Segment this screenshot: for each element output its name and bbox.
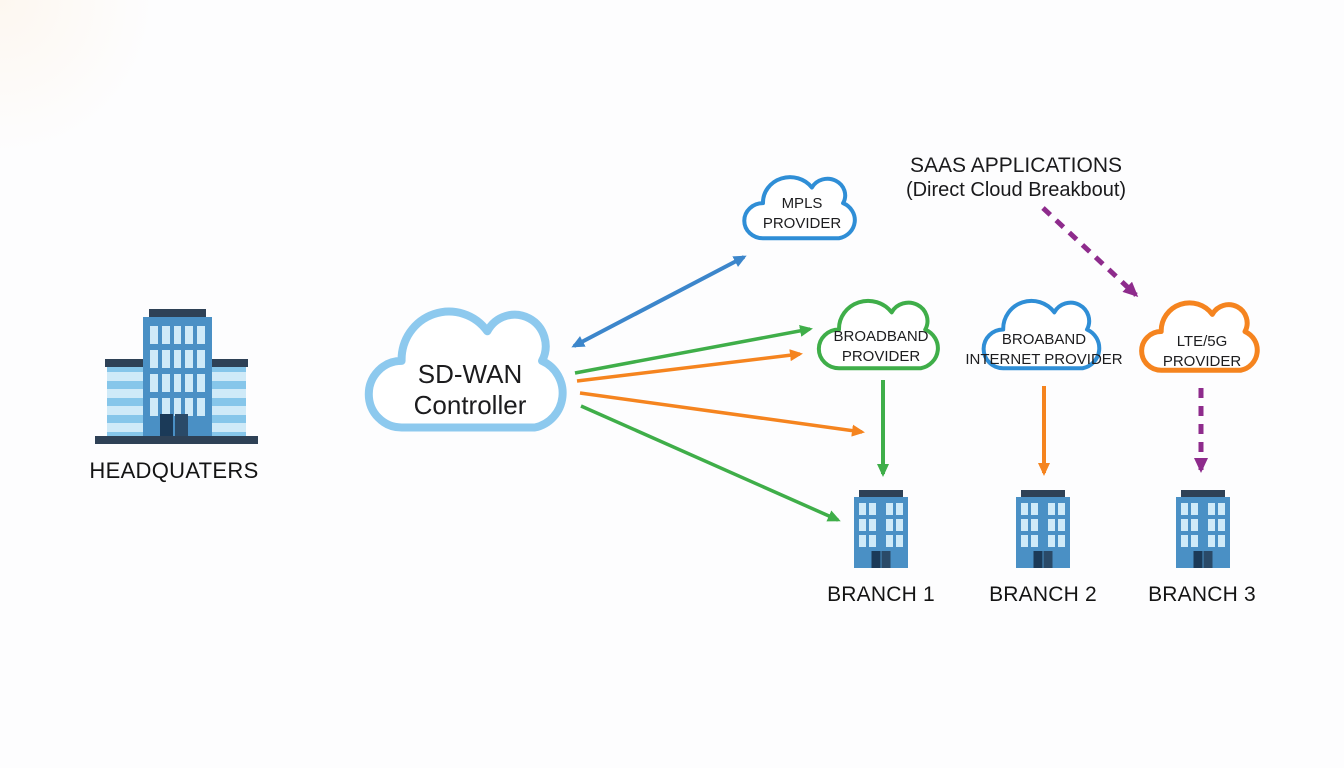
branch-body	[854, 497, 908, 568]
arrow-sdwan-broadband-green	[574, 324, 813, 375]
branch-doors	[1193, 551, 1213, 568]
branch-windows	[1016, 503, 1070, 547]
branch-3-building	[1176, 490, 1230, 568]
branch-doors	[1033, 551, 1053, 568]
broadband-internet-line2: INTERNET PROVIDER	[965, 350, 1123, 368]
branch-3-label: BRANCH 3	[1148, 583, 1256, 606]
branch-body	[1176, 497, 1230, 568]
cloud-shape	[744, 177, 855, 238]
branch-2-label: BRANCH 2	[989, 583, 1097, 606]
branch-2-building	[1016, 490, 1070, 568]
sdwan-controller-label: SD-WAN Controller	[358, 359, 582, 421]
branch-body	[1016, 497, 1070, 568]
cloud-shape	[819, 301, 938, 368]
hq-base	[95, 436, 258, 444]
arrow-sdwan-broadband-orange	[576, 349, 803, 383]
headquarters-building	[95, 300, 258, 445]
sdwan-line1: SD-WAN	[417, 359, 523, 389]
arrow-sdwan-branch1-orange	[579, 391, 865, 437]
arrow-sdwan-branch1-green	[580, 404, 841, 522]
hq-right-wing-roof	[208, 359, 248, 367]
hq-left-wing	[107, 366, 143, 436]
hq-doors	[160, 414, 188, 436]
branch-roof	[1021, 490, 1065, 498]
hq-windows	[150, 326, 205, 416]
broadband-internet-provider-cloud	[976, 293, 1112, 379]
lte-line2: PROVIDER	[1162, 352, 1242, 370]
branch-1-label: BRANCH 1	[827, 583, 935, 606]
mpls-line1: MPLS	[781, 195, 823, 212]
branch-roof	[859, 490, 903, 498]
cloud-shape	[369, 312, 563, 428]
arrow-sdwan-mpls	[571, 255, 747, 348]
arrow-saas-lte	[1041, 206, 1139, 298]
mpls-line2: PROVIDER	[762, 214, 842, 232]
branch-1-building	[854, 490, 908, 568]
broadband-internet-provider-label: BROABAND INTERNET PROVIDER	[962, 330, 1126, 369]
hq-right-wing	[210, 366, 246, 436]
branch-doors	[871, 551, 891, 568]
cloud-shape	[984, 301, 1100, 368]
lte-line1: LTE/5G	[1176, 333, 1228, 350]
mpls-provider-label: MPLS PROVIDER	[737, 194, 867, 233]
headquarters-label: HEADQUATERS	[89, 458, 259, 483]
cloud-shape	[1142, 303, 1258, 370]
mpls-provider-cloud	[737, 170, 867, 248]
lte-5g-provider-cloud	[1134, 295, 1270, 381]
branch-roof	[1181, 490, 1225, 498]
saas-line2: (Direct Cloud Breakbout)	[905, 179, 1127, 202]
broadband-internet-line1: BROABAND	[1001, 331, 1087, 348]
saas-applications-label: SAAS APPLICATIONS (Direct Cloud Breakbou…	[898, 154, 1134, 202]
sdwan-line2: Controller	[413, 390, 527, 421]
hq-tower	[143, 317, 212, 436]
broadband-provider-label: BROADBAND PROVIDER	[806, 327, 956, 366]
broadband-provider-cloud	[811, 293, 951, 379]
hq-left-wing-roof	[105, 359, 145, 367]
branch-windows	[1176, 503, 1230, 547]
saas-line1: SAAS APPLICATIONS	[909, 154, 1123, 177]
broadband-line2: PROVIDER	[841, 347, 921, 365]
broadband-line1: BROADBAND	[833, 328, 929, 345]
branch-windows	[854, 503, 908, 547]
sdwan-controller-cloud	[356, 298, 584, 446]
hq-tower-roof	[149, 309, 206, 318]
lte-5g-provider-label: LTE/5G PROVIDER	[1136, 332, 1268, 371]
